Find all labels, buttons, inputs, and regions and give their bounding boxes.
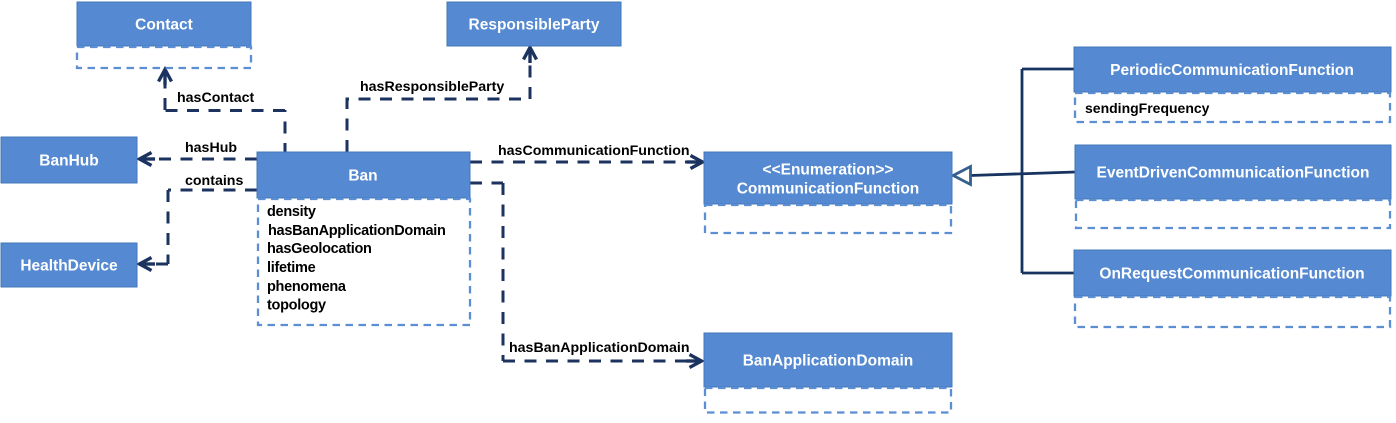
svg-text:BanHub: BanHub (39, 153, 98, 170)
svg-text:hasBanApplicationDomain: hasBanApplicationDomain (509, 340, 690, 356)
svg-text:Contact: Contact (135, 17, 193, 34)
svg-text:sendingFrequency: sendingFrequency (1085, 100, 1210, 116)
svg-text:hasCommunicationFunction: hasCommunicationFunction (498, 143, 690, 159)
svg-text:density: density (267, 204, 316, 220)
svg-text:topology: topology (267, 298, 326, 314)
svg-text:hasContact: hasContact (177, 90, 255, 106)
svg-text:EventDrivenCommunicationFuncti: EventDrivenCommunicationFunction (1097, 165, 1370, 182)
svg-text:<<Enumeration>>: <<Enumeration>> (763, 162, 894, 179)
svg-text:contains: contains (185, 173, 243, 189)
svg-text:OnRequestCommunicationFunction: OnRequestCommunicationFunction (1099, 266, 1364, 283)
svg-text:lifetime: lifetime (267, 260, 316, 276)
svg-text:hasGeolocation: hasGeolocation (267, 241, 372, 257)
svg-text:hasHub: hasHub (185, 140, 237, 156)
svg-text:BanApplicationDomain: BanApplicationDomain (743, 353, 914, 370)
svg-text:PeriodicCommunicationFunction: PeriodicCommunicationFunction (1110, 62, 1354, 79)
svg-text:CommunicationFunction: CommunicationFunction (737, 181, 920, 198)
svg-text:hasBanApplicationDomain: hasBanApplicationDomain (268, 223, 446, 239)
svg-text:HealthDevice: HealthDevice (20, 258, 118, 275)
svg-text:phenomena: phenomena (267, 279, 347, 295)
svg-text:ResponsibleParty: ResponsibleParty (469, 17, 600, 34)
svg-text:Ban: Ban (348, 168, 377, 185)
svg-text:hasResponsibleParty: hasResponsibleParty (360, 79, 504, 95)
